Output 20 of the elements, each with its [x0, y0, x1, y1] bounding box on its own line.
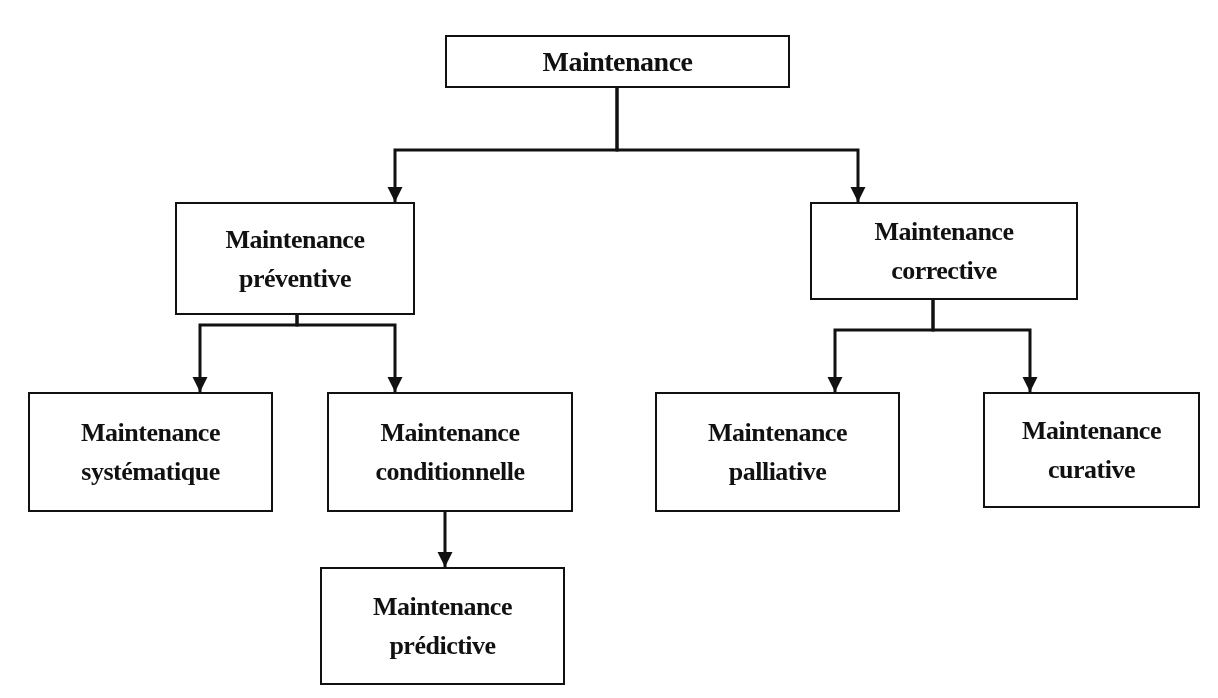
- box-label: Maintenance préventive: [224, 223, 366, 295]
- process-box: [983, 392, 1200, 508]
- box-label: Maintenance systématique: [80, 417, 221, 488]
- arrow: [931, 300, 1038, 392]
- process-box: [28, 392, 273, 512]
- box-label: Maintenance palliative: [707, 417, 848, 488]
- process-box: [445, 35, 790, 88]
- process-box: [810, 202, 1078, 300]
- arrow: [437, 512, 453, 567]
- box-label: Maintenance curative: [1021, 415, 1162, 486]
- process-box: [175, 202, 415, 315]
- arrow: [615, 88, 866, 202]
- box-label: Maintenance corrective: [873, 216, 1015, 287]
- process-box: [320, 567, 565, 685]
- box-label: Maintenance prédictive: [372, 591, 513, 662]
- process-box: [655, 392, 900, 512]
- process-box: [327, 392, 573, 512]
- box-label: Maintenance: [542, 44, 693, 79]
- arrow: [295, 315, 403, 392]
- box-label: Maintenance conditionnelle: [374, 417, 526, 488]
